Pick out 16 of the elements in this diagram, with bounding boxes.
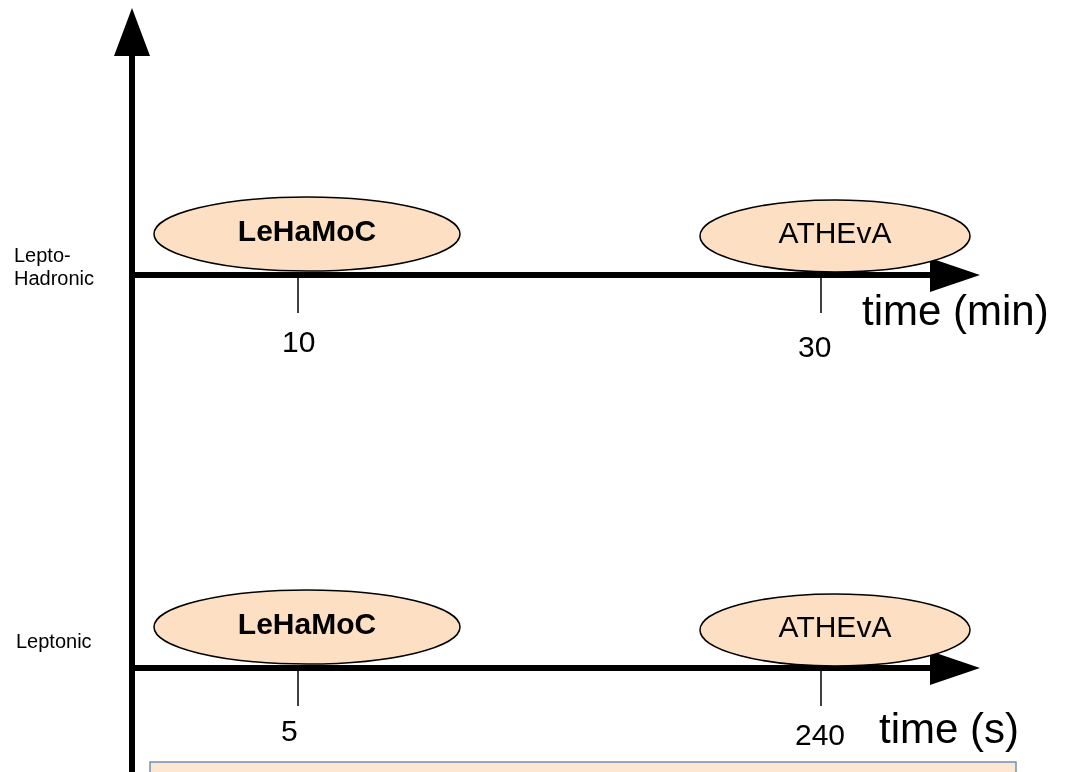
node-label: ATHEvA xyxy=(778,216,892,250)
node-label: LeHaMoC xyxy=(237,214,377,248)
tick-label: 5 xyxy=(281,714,298,749)
node-label: LeHaMoC xyxy=(237,607,377,641)
ellipse-node xyxy=(153,196,461,272)
tick-label: 30 xyxy=(798,330,832,365)
ellipse-node xyxy=(153,589,461,665)
tick-label: 240 xyxy=(795,718,846,753)
node-label: ATHEvA xyxy=(778,610,892,644)
axis-label: time (s) xyxy=(879,705,1019,754)
ellipse-node xyxy=(699,199,971,273)
tick-label: 10 xyxy=(282,325,316,360)
axis-label: time (min) xyxy=(862,287,1049,336)
ellipse-node xyxy=(699,593,971,667)
row-label: Lepto- Hadronic xyxy=(14,244,96,290)
row-label: Leptonic xyxy=(16,630,92,653)
